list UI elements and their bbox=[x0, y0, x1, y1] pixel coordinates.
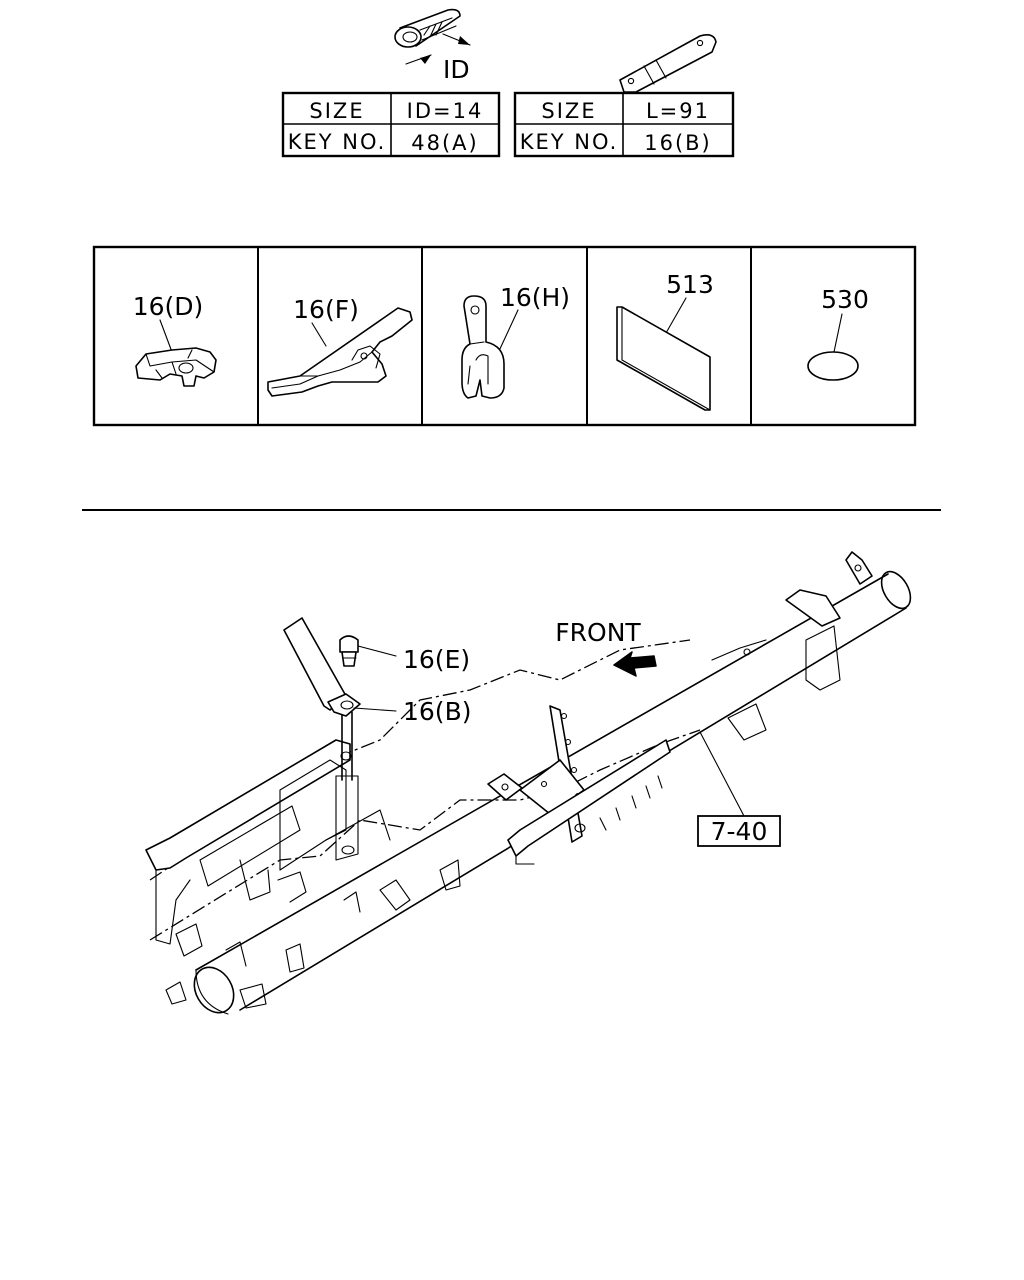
clip-16h-drawing bbox=[461, 295, 519, 399]
table2-key-value: 16(B) bbox=[644, 131, 712, 155]
strap-drawing bbox=[619, 34, 717, 93]
bracket-16f-drawing bbox=[267, 307, 413, 397]
table1-size-label: SIZE bbox=[309, 99, 364, 123]
cross-member-assembly-drawing bbox=[145, 551, 912, 1015]
table2-key-label: KEY NO. bbox=[520, 130, 619, 154]
front-direction-label: FRONT bbox=[555, 618, 641, 647]
front-arrow-icon bbox=[613, 651, 657, 677]
id-dimension-label: ID bbox=[443, 55, 470, 84]
reference-box-7-40 bbox=[697, 815, 781, 847]
disc-530-drawing bbox=[807, 313, 859, 381]
callout-16b: 16(B) bbox=[403, 697, 471, 726]
table1-key-value: 48(A) bbox=[411, 131, 478, 155]
size-table-clamp bbox=[281, 91, 501, 158]
parts-box-grid bbox=[92, 245, 917, 427]
table2-size-value: L=91 bbox=[646, 99, 710, 123]
part-label-530: 530 bbox=[821, 285, 869, 314]
part-label-16h: 16(H) bbox=[500, 283, 570, 312]
table1-key-label: KEY NO. bbox=[288, 130, 387, 154]
callout-16e: 16(E) bbox=[403, 645, 470, 674]
table1-size-value: ID=14 bbox=[407, 99, 484, 123]
size-table-strap bbox=[513, 91, 735, 158]
part-label-16f: 16(F) bbox=[293, 295, 359, 324]
part-label-513: 513 bbox=[666, 270, 714, 299]
part-label-16d: 16(D) bbox=[133, 292, 204, 321]
clip-16d-drawing bbox=[135, 319, 217, 387]
hose-clamp-drawing bbox=[394, 8, 471, 65]
reference-label-7-40: 7-40 bbox=[711, 817, 768, 846]
plate-513-drawing bbox=[616, 297, 711, 411]
table2-size-label: SIZE bbox=[541, 99, 596, 123]
